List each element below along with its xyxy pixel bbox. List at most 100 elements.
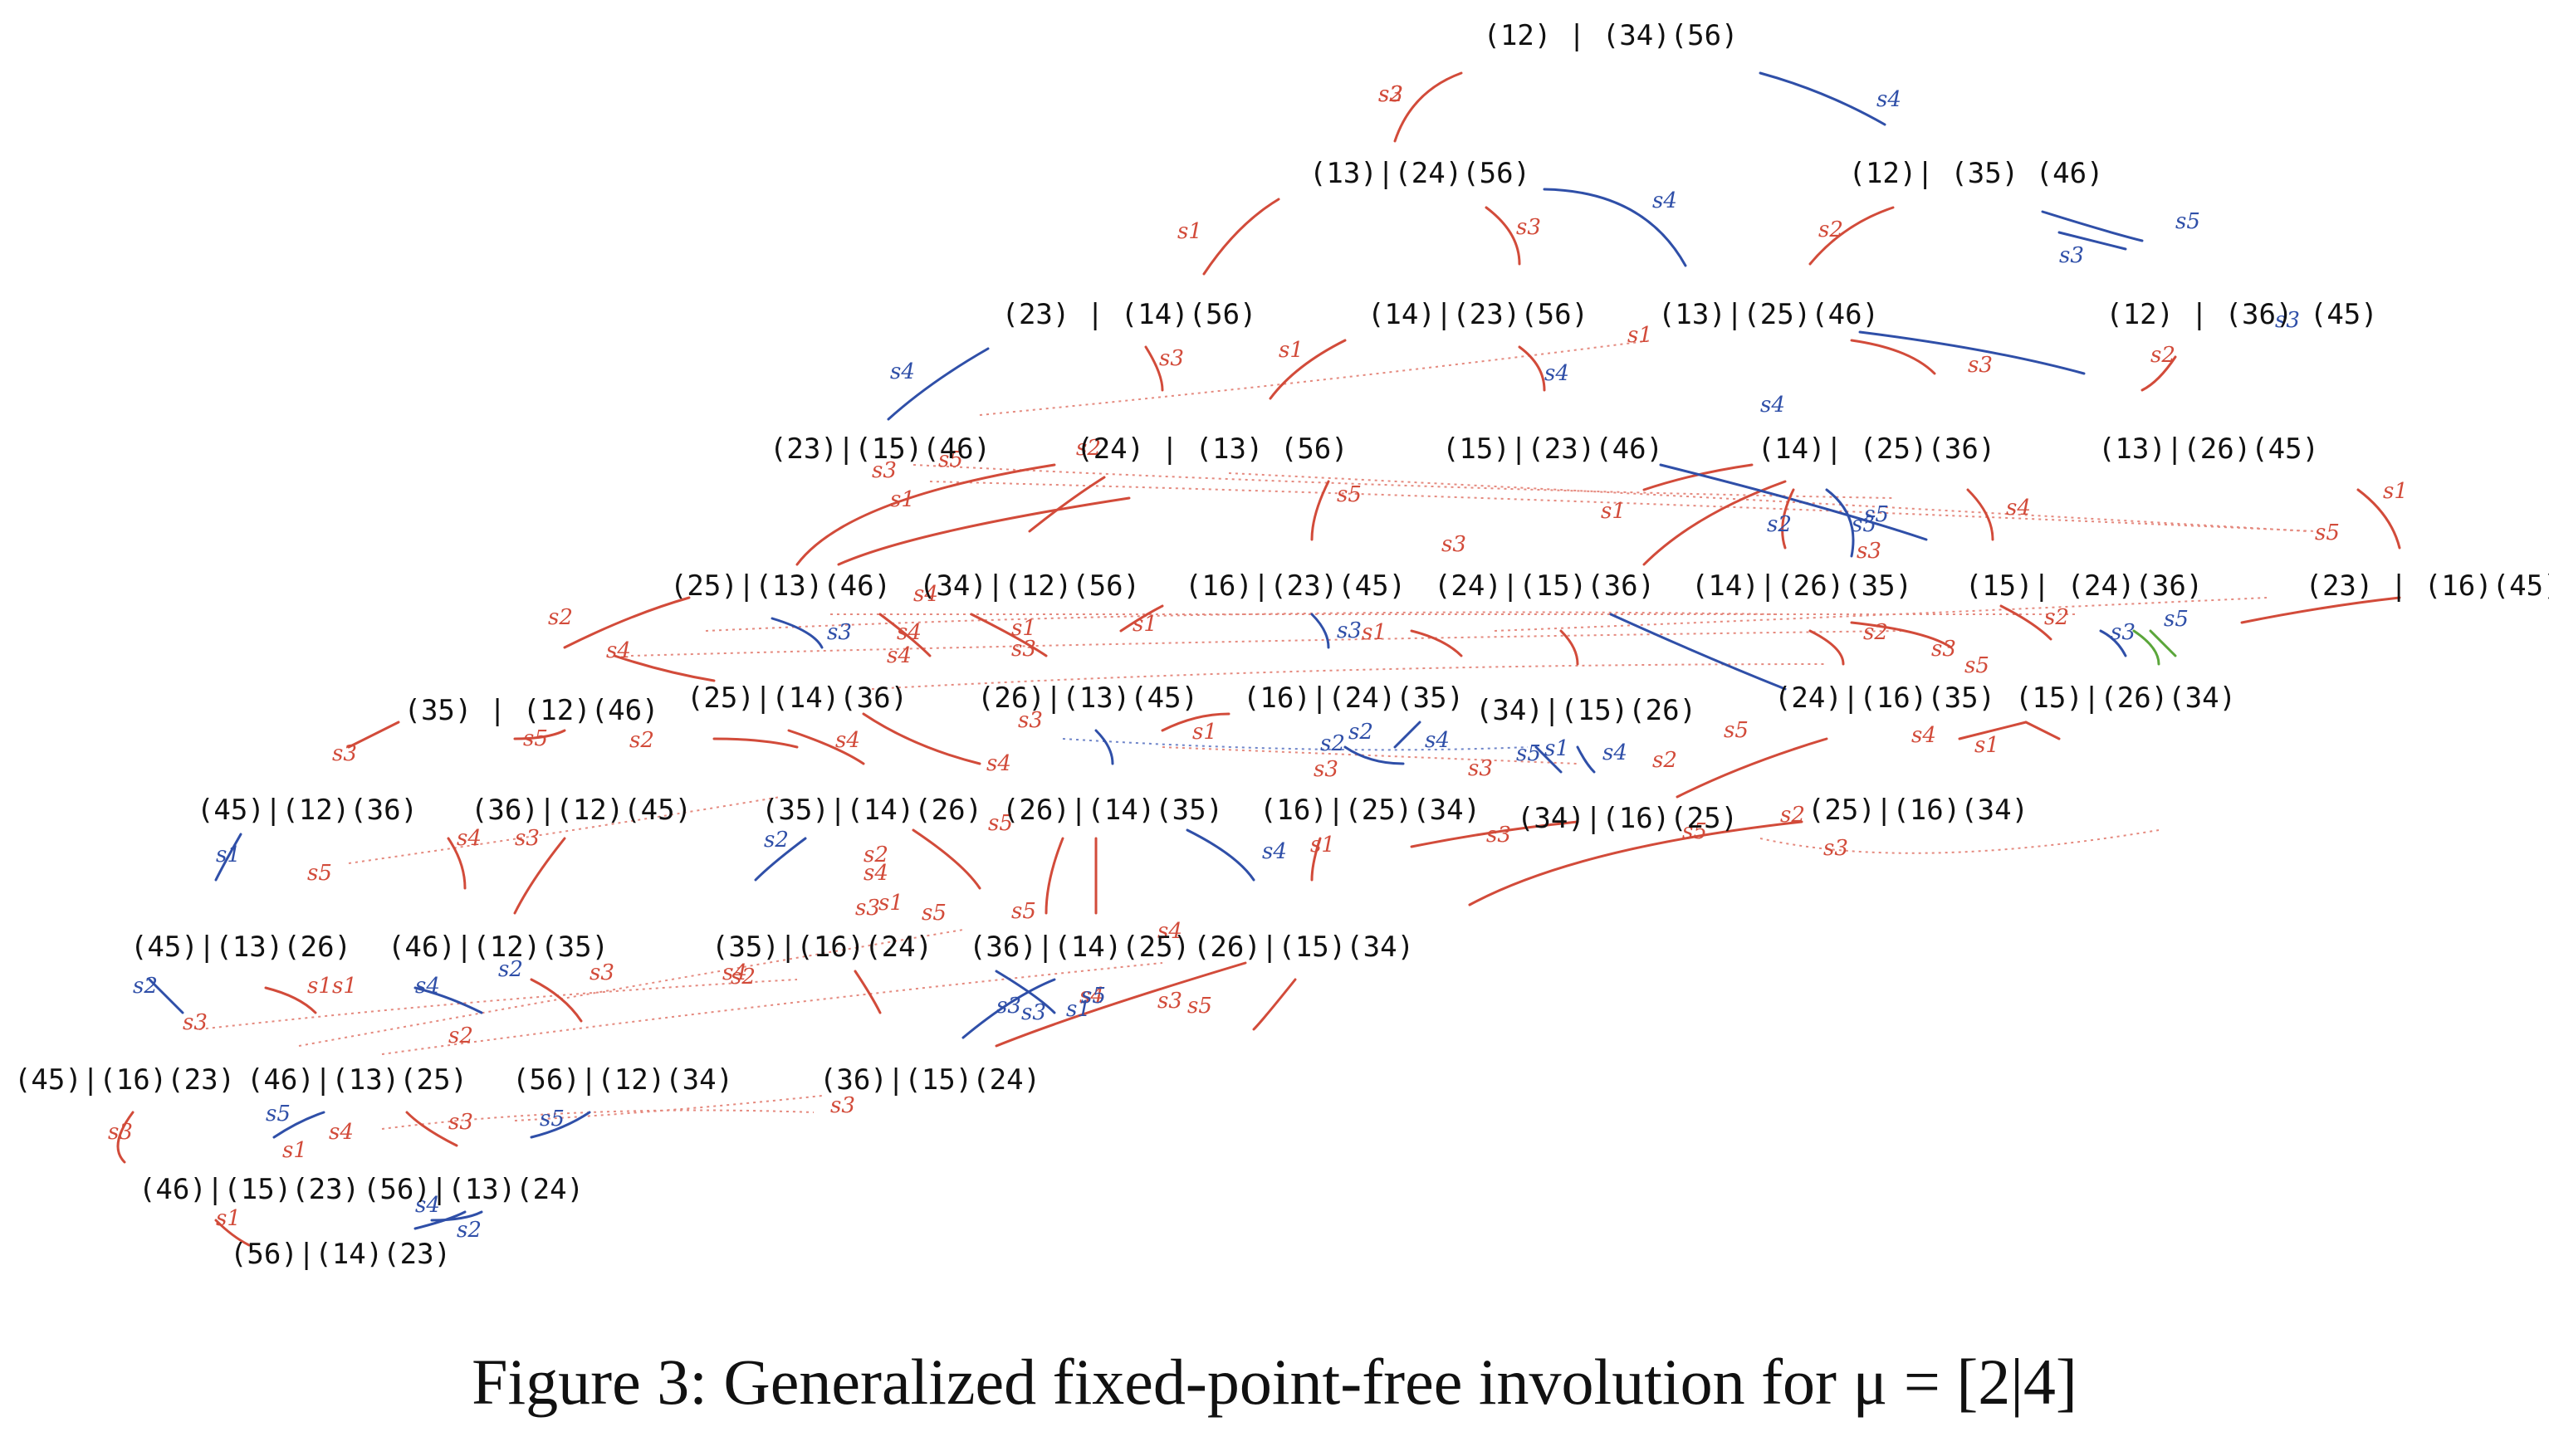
involution-edge [430,1210,483,1222]
involution-edge [1252,978,1297,1031]
edge-label: s4 [606,638,631,663]
edge-label: s5 [988,811,1013,836]
edge-label: s3 [1931,637,1956,662]
involution-edge [116,1111,135,1164]
involution-edge [961,978,1056,1039]
involution-edge [2041,210,2144,242]
involution-edge [1518,345,1546,392]
involution-edge [1269,339,1347,400]
involution-node: (45)|(13)(26) [130,931,351,964]
involution-node: (25)|(16)(34) [1808,794,2028,827]
edge-label: s2 [133,974,158,999]
edge-label: s5 [2175,209,2200,234]
edge-label: s2 [1378,82,1403,107]
edge-label: s4 [1079,984,1104,1009]
involution-edge [1186,828,1255,882]
involution-node: (45)|(16)(23) [14,1063,235,1097]
involution-edge [1958,721,2028,740]
involution-node: (14)|(23)(56) [1367,298,1588,331]
involution-edge [787,729,865,765]
involution-edge [148,978,184,1014]
edge-label: s3 [1486,823,1511,848]
edge-label: s2 [1863,620,1888,645]
involution-edge [272,1111,325,1139]
dotted-edge [705,611,1778,632]
edge-label: s4 [864,861,888,886]
involution-edge [1659,463,1928,541]
involution-edge [1534,745,1563,774]
involution-edge [513,837,566,915]
edge-label: s1 [307,974,332,999]
dotted-edge [1759,829,2160,854]
involution-nodes: (12) | (34)(56)(13)|(24)(56)(12)| (35) (… [14,19,2549,1271]
involution-edge [2132,629,2160,666]
edge-label: s4 [897,620,922,645]
dotted-edge [1494,597,2268,632]
dotted-edge [979,340,1653,416]
edge-label: s5 [1011,899,1036,924]
edge-label: s4 [329,1120,354,1145]
edge-label: s1 [216,843,241,867]
edge-label: s1 [878,891,903,916]
solid-connections [116,71,2401,1247]
involution-edge [447,837,467,890]
involution-node: (35)|(16)(24) [712,931,932,964]
involution-node: (25)|(14)(36) [687,682,908,715]
edge-label: s3 [830,1093,855,1118]
edge-label: s3 [515,826,540,851]
edge-label: s1 [1066,997,1091,1022]
involution-node: (46)|(15)(23) [139,1173,360,1206]
involution-edge [214,833,242,882]
edge-label: s2 [629,728,654,753]
edge-label: s3 [1337,618,1362,643]
edge-label: s4 [1262,839,1287,864]
involution-node: (23) | (16)(45) [2305,569,2549,603]
involution-node: (12) | (36) (45) [2106,298,2378,331]
edge-label: s2 [1780,803,1805,828]
edge-label: s1 [1601,499,1626,524]
involution-edge [1966,488,1994,541]
involution-edge [1781,488,1795,550]
edge-label: s5 [1852,512,1876,537]
dotted-edge [871,663,1827,690]
involution-node: (13)|(26)(45) [2098,432,2319,466]
involution-edge [1410,820,1579,848]
involution-edge [1310,837,1322,882]
edge-label: s4 [415,974,440,999]
involution-node: (34)|(15)(26) [1475,694,1696,727]
edge-label: s5 [1724,718,1749,743]
edge-label: s3 [827,620,852,645]
involution-node: (56)|(13)(24) [363,1173,584,1206]
edge-label: s4 [887,643,912,668]
edge-label: s5 [2315,520,2340,545]
involution-node: (24)|(15)(36) [1434,569,1655,603]
involution-edge [214,1219,251,1247]
edge-label: s2 [1076,436,1101,461]
involution-node: (14)| (25)(36) [1758,432,1996,466]
edge-label: s5 [1516,741,1541,766]
involution-edge [1808,629,1845,666]
involution-edge [1642,463,1754,491]
edge-label: s3 [108,1120,133,1145]
edge-label: s1 [1544,736,1569,761]
involution-edge [1808,206,1895,266]
involution-node: (35)|(14)(26) [761,794,982,827]
edge-label: s1 [1011,616,1036,641]
involution-edge [1543,188,1687,267]
involution-edge [1310,480,1330,541]
involution-edge [1850,339,1936,375]
edge-label: s1 [216,1206,241,1231]
edge-label: s1 [1362,620,1387,645]
involution-edge [563,596,691,649]
involution-node: (12) | (34)(56) [1483,19,1738,52]
involution-edge [530,978,583,1023]
involution-node: (24)|(16)(35) [1774,682,1995,715]
edge-label: s3 [1314,757,1338,782]
involution-edge [513,729,566,740]
edge-label: s4 [890,359,915,384]
edge-label: s3 [1823,836,1848,861]
involution-edge [1999,604,2052,641]
edge-label: s1 [1192,720,1217,745]
edge-label: s1 [1133,612,1157,637]
involution-edge [878,613,932,657]
